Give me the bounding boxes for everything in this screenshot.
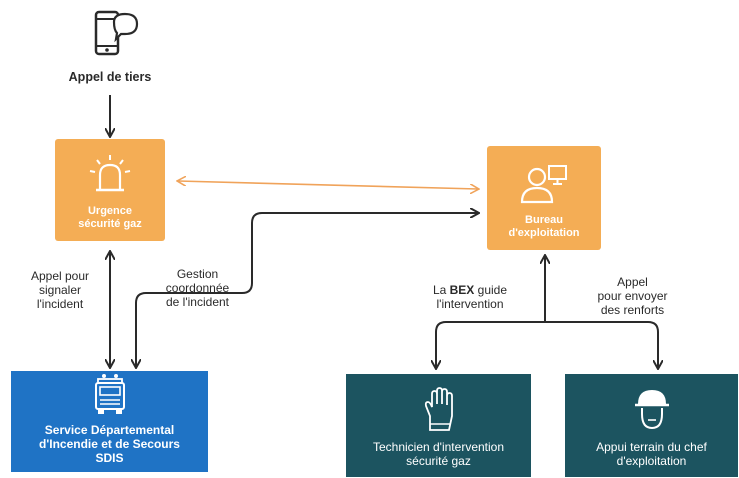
sdis-line1: Service Départemental: [44, 423, 175, 437]
arrow-to-technicien: [436, 321, 545, 368]
node-appui-terrain: Appui terrain du chef d'exploitation: [565, 374, 738, 477]
arrow-gestion-coordonnee: [136, 213, 478, 367]
bureau-line2: d'exploitation: [508, 227, 580, 239]
technicien-line1: Technicien d'intervention: [372, 440, 505, 454]
node-sdis: Service Départemental d'Incendie et de S…: [11, 371, 208, 472]
bureau-line1: Bureau: [525, 214, 563, 226]
appui-line2: d'exploitation: [616, 454, 687, 468]
link-urgence-bureau: [178, 181, 478, 189]
gestion-line3: de l'incident: [166, 295, 229, 309]
fire-truck-icon: [94, 374, 125, 414]
urgence-line1: Urgence: [87, 205, 133, 217]
edge-label-gestion: Gestion coordonnée de l'incident: [150, 267, 245, 309]
guide-bold: BEX: [449, 283, 475, 297]
caller-label: Appel de tiers: [68, 70, 152, 84]
sdis-line3: SDIS: [95, 451, 124, 465]
renforts-line2: pour envoyer: [597, 289, 668, 303]
signal-line1: Appel pour: [30, 269, 90, 283]
arrow-to-appui: [545, 321, 658, 368]
guide-suffix: guide: [474, 283, 508, 297]
alarm-light-icon: [89, 155, 131, 192]
gestion-line2: coordonnée: [165, 281, 230, 295]
guide-line1: La BEX guide: [420, 283, 520, 297]
node-technicien-intervention: Technicien d'intervention sécurité gaz: [346, 374, 531, 477]
renforts-line1: Appel: [617, 275, 648, 289]
technicien-line2: sécurité gaz: [406, 454, 471, 468]
phone-chat-icon: [94, 10, 139, 56]
edge-label-renforts: Appel pour envoyer des renforts: [580, 275, 685, 317]
edge-label-signaler: Appel pour signaler l'incident: [20, 269, 100, 311]
gestion-line1: Gestion: [176, 267, 219, 281]
urgence-line2: sécurité gaz: [78, 218, 142, 230]
signal-line2: signaler: [38, 283, 82, 297]
signal-line3: l'incident: [36, 297, 84, 311]
guide-prefix: La: [432, 283, 450, 297]
helmet-icon: [634, 390, 669, 430]
node-bureau-exploitation: Bureau d'exploitation: [487, 146, 601, 250]
appui-line1: Appui terrain du chef: [596, 440, 707, 454]
guide-line2: l'intervention: [436, 297, 504, 311]
edge-label-bex-guide: La BEX guide l'intervention: [420, 283, 520, 311]
renforts-line3: des renforts: [600, 303, 665, 317]
node-urgence-securite-gaz: Urgence sécurité gaz: [55, 139, 165, 241]
glove-icon: [424, 387, 453, 431]
sdis-line2: d'Incendie et de Secours: [39, 437, 180, 451]
operator-screen-icon: [520, 165, 567, 204]
